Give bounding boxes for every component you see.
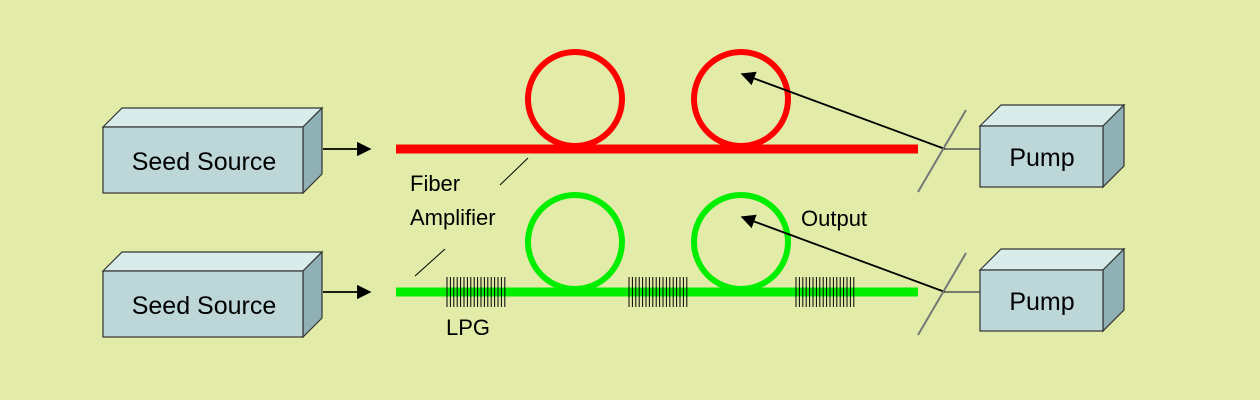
box-top-face [101, 251, 324, 272]
top-pump-box: Pump [978, 103, 1126, 189]
fiber-amplifier-leader-top [499, 157, 529, 186]
box-top-face [978, 248, 1126, 271]
bottom-coupler-splitter [917, 252, 967, 336]
box-top-face [101, 107, 324, 128]
box-front-face [979, 125, 1104, 188]
box-front-face [979, 269, 1104, 332]
fiber-amplifier-leader-bottom [414, 248, 446, 277]
box-front-face [102, 270, 304, 338]
top-fiber-coil-1 [525, 49, 625, 149]
top-coupler-splitter [917, 109, 967, 193]
output-label: Output [801, 206, 867, 231]
top-seed-source-label: Seed Source [132, 148, 277, 176]
bottom-fiber [396, 192, 918, 307]
top-seed-source-box: Seed Source [101, 106, 324, 195]
bottom-pump-arrow [740, 214, 946, 293]
box-top-face [978, 104, 1126, 127]
top-pump-label: Pump [1009, 144, 1074, 172]
fiber-amplifier-label-line1: Fiber [410, 171, 460, 196]
lpg-label: LPG [446, 315, 490, 340]
bottom-fiber-coil-1 [525, 192, 625, 292]
bottom-fiber-coil-2 [691, 192, 791, 292]
bottom-pump-box: Pump [978, 247, 1126, 333]
top-fiber [396, 49, 918, 154]
bottom-seed-source-label: Seed Source [132, 292, 277, 320]
top-pump-arrow [740, 71, 946, 150]
lpg-gratings [446, 277, 855, 307]
top-fiber-coil-2 [691, 49, 791, 149]
bottom-pump-label: Pump [1009, 288, 1074, 316]
fiber-amplifier-label-line2: Amplifier [410, 205, 496, 230]
bottom-seed-source-box: Seed Source [101, 250, 324, 339]
box-front-face [102, 126, 304, 194]
